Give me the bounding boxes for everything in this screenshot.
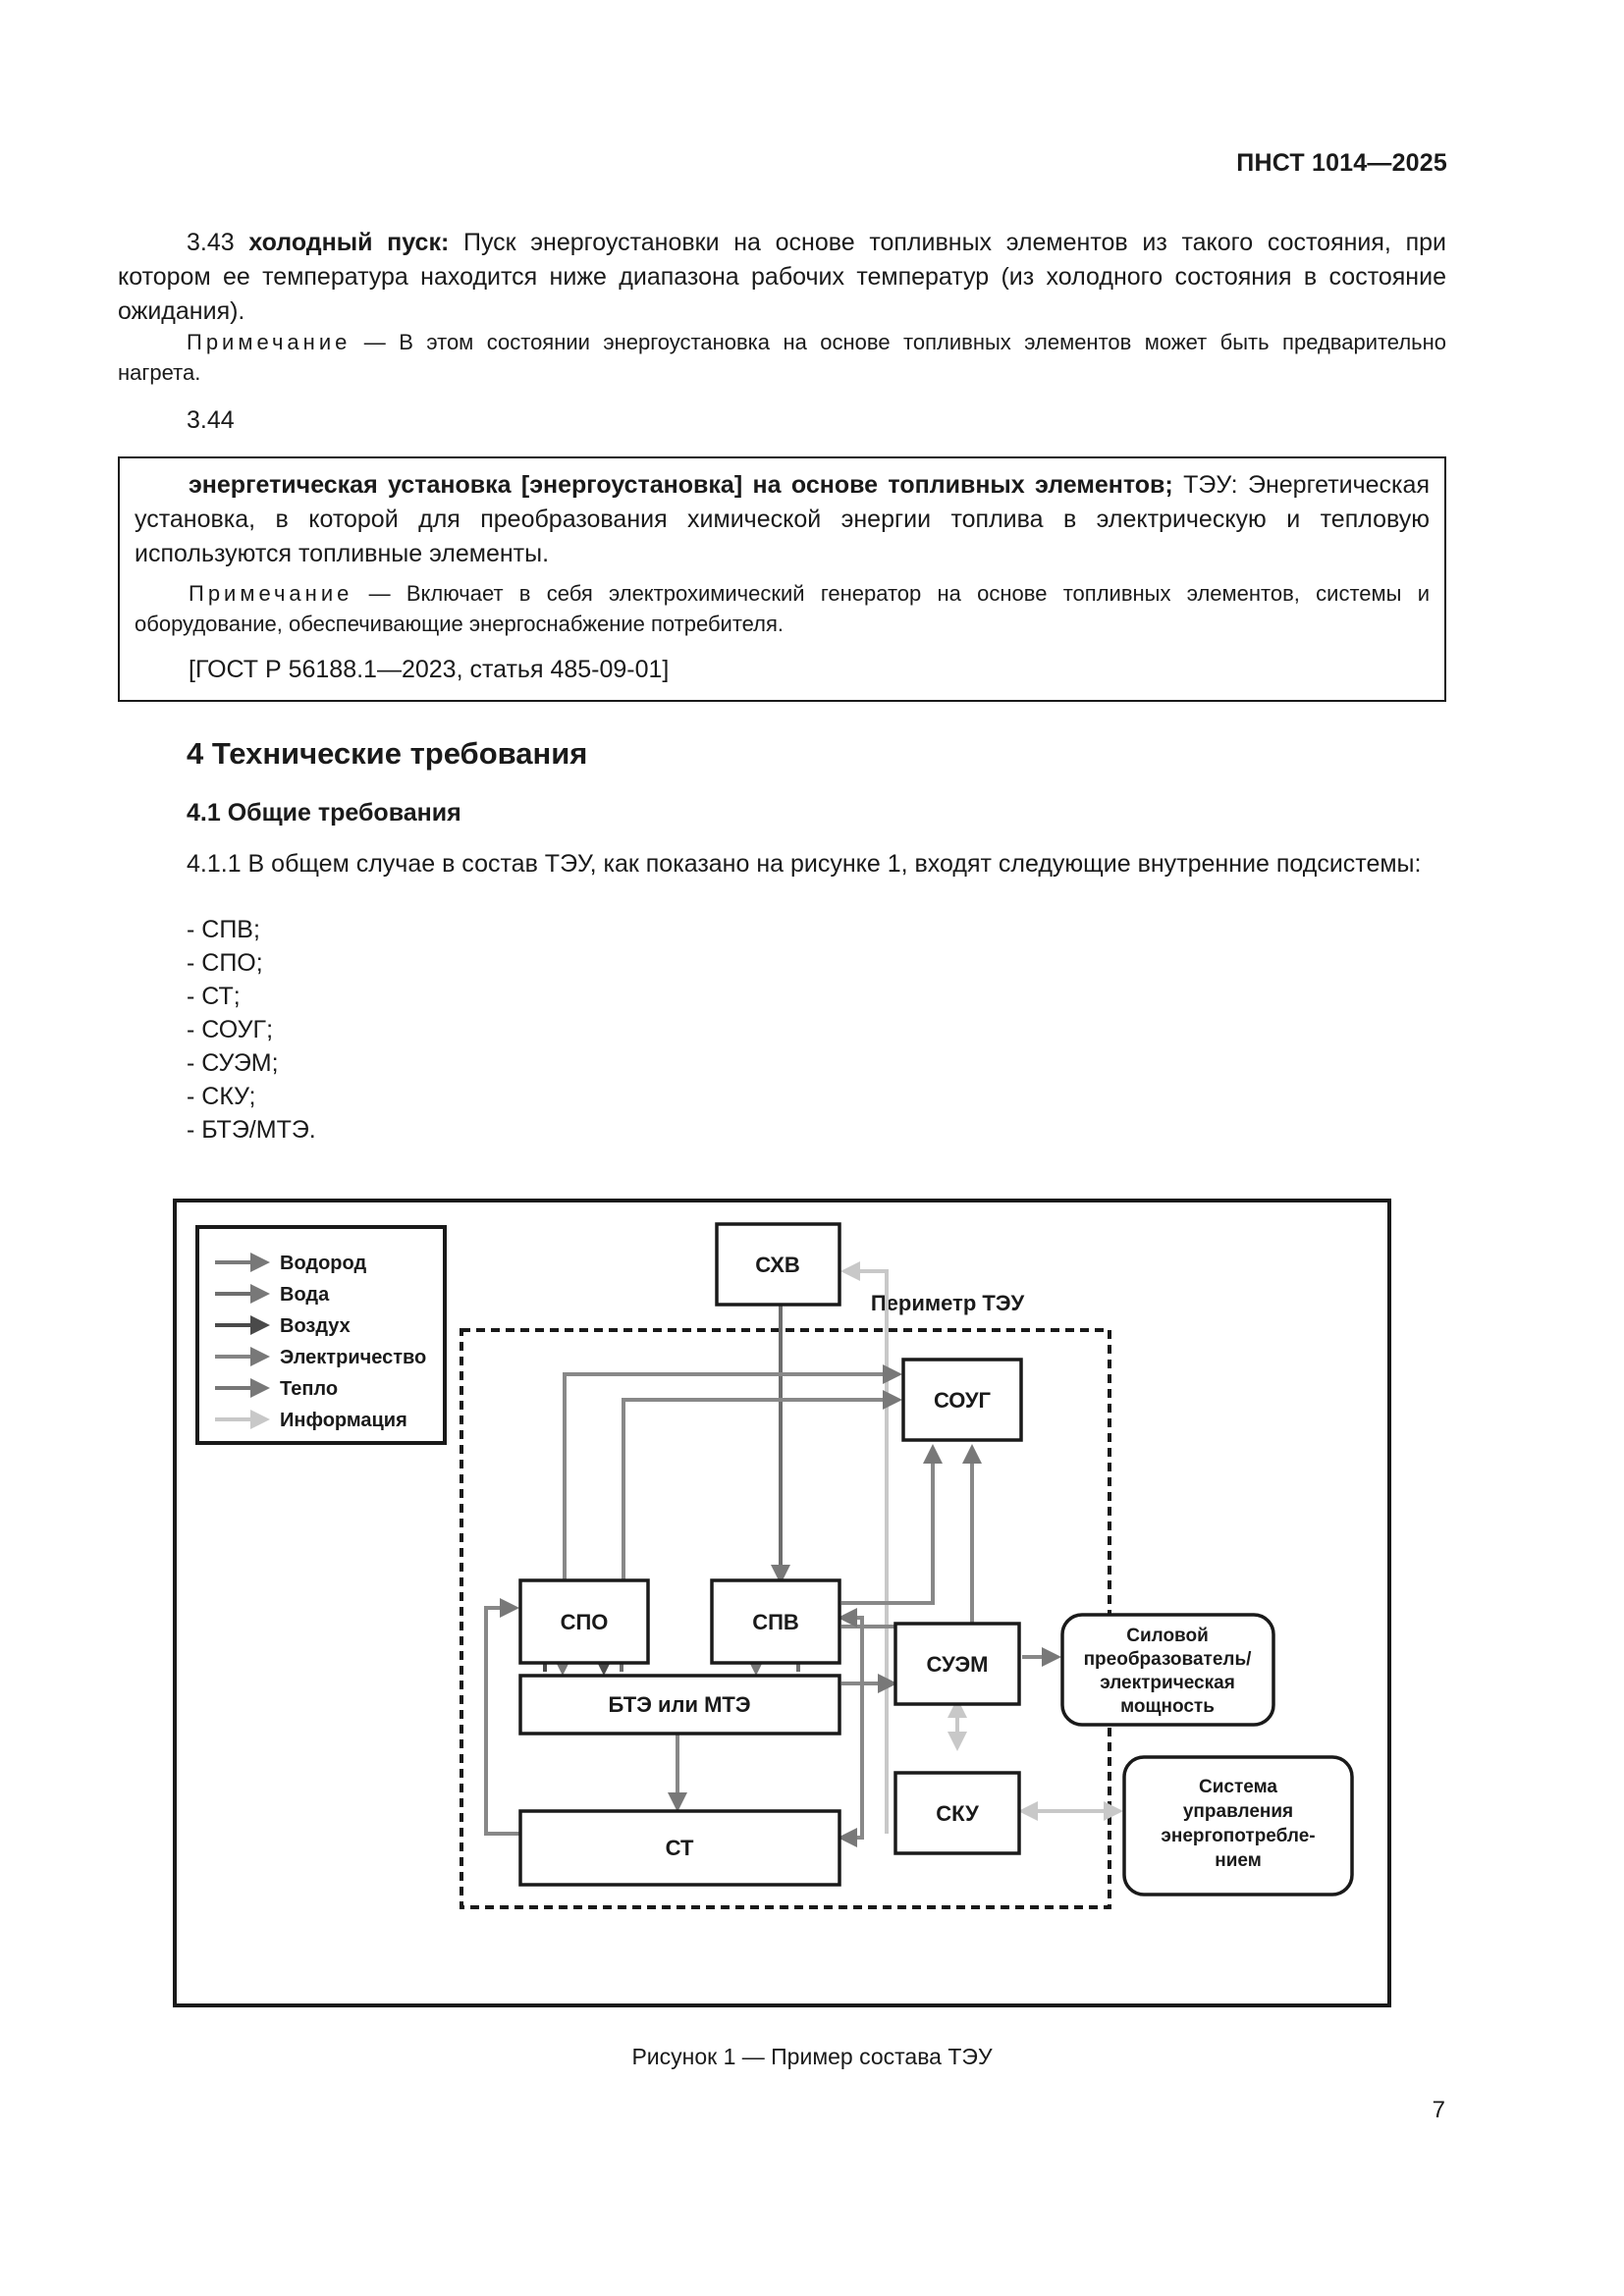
flow-spo-soug-2 <box>622 1390 902 1580</box>
block-label: СТ <box>666 1836 694 1860</box>
definition-3-44: энергетическая установка [энергоустановк… <box>120 468 1444 571</box>
block-suem <box>893 1622 1021 1706</box>
block-bte <box>518 1674 841 1735</box>
definition: ТЭУ: Энергетическая установка, в которой… <box>135 471 1430 567</box>
heat-flow-st-spo <box>484 1598 520 1836</box>
legend-label: Водород <box>280 1253 366 1274</box>
block-sku <box>893 1771 1021 1855</box>
note-text: — Включает в себя электрохимический гене… <box>135 581 1430 636</box>
converter-label-line: электрическая <box>1100 1673 1235 1693</box>
block-label: СПО <box>561 1610 609 1634</box>
subsection-title: 4.1 Общие требования <box>187 799 461 827</box>
block-spv <box>710 1578 841 1665</box>
term: холодный пуск: <box>248 229 450 256</box>
block-label: СХВ <box>755 1253 800 1277</box>
list-item: - БТЭ/МТЭ. <box>187 1116 316 1144</box>
converter-label-line: мощность <box>1120 1696 1215 1717</box>
definition: Пуск энергоустановки на основе топливных… <box>118 229 1446 325</box>
legend-label: Вода <box>280 1284 330 1306</box>
block-power-converter <box>1060 1613 1275 1727</box>
block-label: БТЭ или МТЭ <box>608 1692 750 1717</box>
block-label: СКУ <box>936 1801 979 1826</box>
perimeter-label: Периметр ТЭУ <box>871 1291 1025 1315</box>
block-label: СОУГ <box>934 1388 992 1413</box>
list-item: - СКУ; <box>187 1083 256 1110</box>
page-number: 7 <box>1432 2097 1445 2123</box>
list-item: - СТ; <box>187 983 241 1010</box>
heat-loop-spv-st <box>838 1608 864 1847</box>
note-label: Примечание <box>187 330 352 354</box>
note-label: Примечание <box>189 581 353 606</box>
term: энергетическая установка [энергоустановк… <box>189 471 1173 499</box>
section-title: 4 Технические требования <box>187 736 588 771</box>
block-st <box>518 1809 841 1887</box>
flow-spo-soug-1 <box>563 1364 902 1580</box>
list-item: - СУЭМ; <box>187 1049 279 1077</box>
legend-label: Тепло <box>280 1378 338 1400</box>
source-reference: [ГОСТ Р 56188.1—2023, статья 485-09-01] <box>189 656 670 683</box>
figure-caption: Рисунок 1 — Пример состава ТЭУ <box>631 2044 993 2069</box>
block-label: СПВ <box>752 1610 799 1634</box>
figure-1-diagram: Водород Вода Воздух Электричество Тепло … <box>173 1199 1391 2007</box>
list-item: - СПВ; <box>187 916 260 943</box>
definition-frame: энергетическая установка [энергоустановк… <box>118 456 1446 702</box>
converter-label-line: преобразователь/ <box>1084 1649 1253 1670</box>
legend-label: Информация <box>280 1410 407 1431</box>
control-label-line: нием <box>1215 1850 1262 1871</box>
note-3-44: Примечание — Включает в себя электрохими… <box>120 578 1444 639</box>
legend-label: Электричество <box>280 1347 426 1368</box>
converter-label-line: Силовой <box>1126 1626 1209 1646</box>
control-label-line: управления <box>1183 1801 1293 1822</box>
note-text: — В этом состоянии энергоустановка на ос… <box>118 330 1446 385</box>
legend-label: Воздух <box>280 1315 351 1337</box>
clause-3-43: 3.43 холодный пуск: Пуск энергоустановки… <box>118 226 1446 329</box>
control-label-line: Система <box>1199 1777 1277 1797</box>
clause-4-1-1: 4.1.1 В общем случае в состав ТЭУ, как п… <box>187 850 1422 878</box>
block-shv <box>715 1222 841 1307</box>
block-soug <box>901 1358 1023 1442</box>
clause-3-44-number: 3.44 <box>187 406 235 434</box>
note-3-43: Примечание — В этом состоянии энергоуста… <box>118 327 1446 388</box>
standard-designation: ПНСТ 1014—2025 <box>1236 149 1447 177</box>
clause-number: 3.43 <box>187 229 235 256</box>
subsystem-list: - СПВ; - СПО; - СТ; - СОУГ; - СУЭМ; - СК… <box>187 913 316 1147</box>
legend: Водород Вода Воздух Электричество Тепло … <box>195 1225 447 1445</box>
block-control-system <box>1122 1755 1354 1896</box>
list-item: - СОУГ; <box>187 1016 274 1043</box>
flow-spv-soug-1 <box>841 1444 943 1605</box>
block-spo <box>518 1578 650 1665</box>
list-item: - СПО; <box>187 949 263 977</box>
info-link-sku-shv <box>840 1261 889 1834</box>
block-label: СУЭМ <box>927 1652 989 1677</box>
control-label-line: энергопотребле- <box>1161 1826 1315 1846</box>
